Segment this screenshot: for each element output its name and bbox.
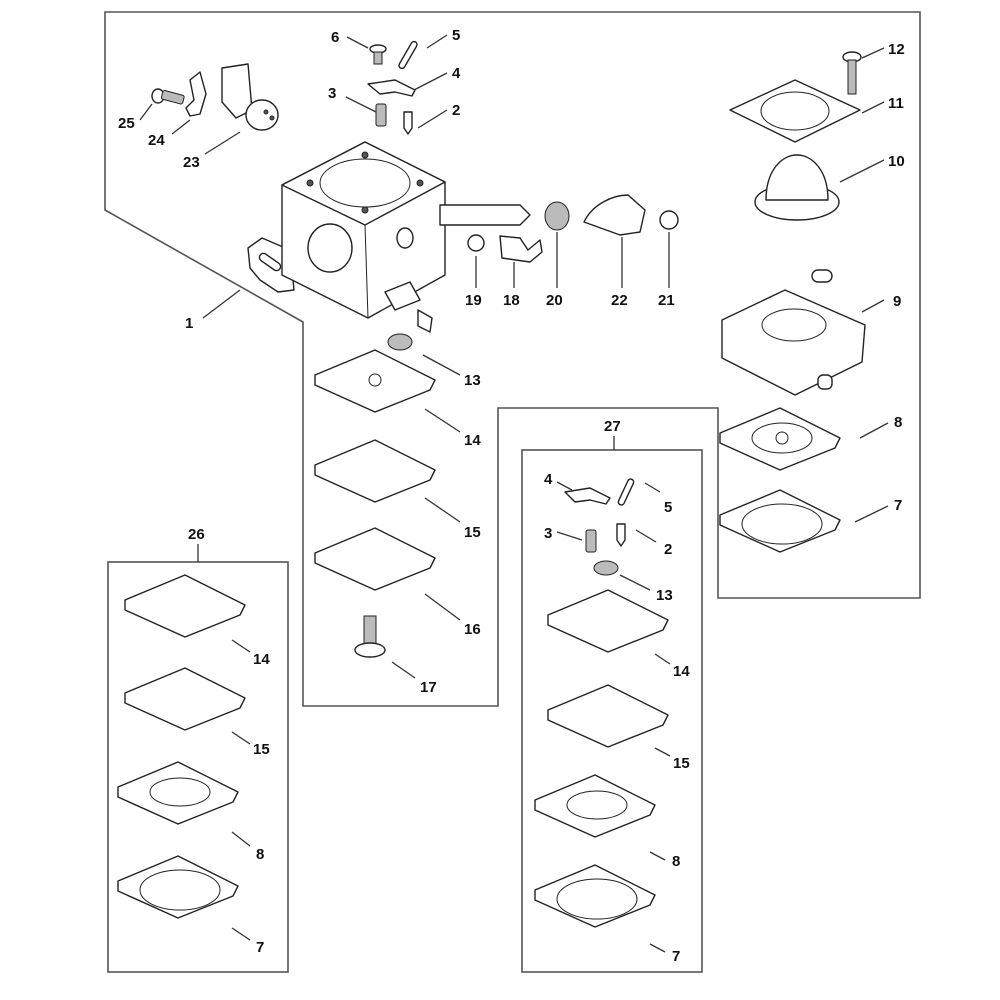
kit-27-part-4 xyxy=(564,487,611,505)
part-25-screw xyxy=(151,88,185,105)
callout-labels: 6 5 4 3 2 25 24 23 1 19 18 20 22 21 12 1… xyxy=(118,27,905,965)
kit-26-part-15 xyxy=(124,667,246,731)
part-19-nut xyxy=(467,234,485,252)
kit-27-frame xyxy=(521,449,703,973)
callout-25: 25 xyxy=(118,115,135,132)
kit-27-callout-15: 15 xyxy=(673,755,690,772)
kit-27-part-5 xyxy=(617,478,635,506)
part-3-spring xyxy=(375,103,387,127)
kit-27-part-7 xyxy=(534,864,656,928)
part-17-screw xyxy=(354,615,386,658)
callout-3: 3 xyxy=(328,85,336,102)
kit-27-part-2 xyxy=(616,523,626,547)
part-6-screw xyxy=(369,44,387,65)
part-10-primer-bulb xyxy=(754,154,840,221)
part-21-e-clip xyxy=(659,210,679,230)
kit-27-callout-3: 3 xyxy=(544,525,552,542)
kit-26-callout-15: 15 xyxy=(253,741,270,758)
kit-27-callout-2: 2 xyxy=(664,541,672,558)
part-2-needle xyxy=(403,111,413,135)
kit-27-callout-8: 8 xyxy=(672,853,680,870)
callout-21: 21 xyxy=(658,292,675,309)
part-11-cover xyxy=(729,79,861,143)
callout-20: 20 xyxy=(546,292,563,309)
callout-4: 4 xyxy=(452,65,461,82)
callout-8: 8 xyxy=(894,414,902,431)
part-13-screen xyxy=(387,333,413,351)
kit-27-label: 27 xyxy=(604,418,621,435)
kit-27-callout-5: 5 xyxy=(664,499,672,516)
callout-7: 7 xyxy=(894,497,902,514)
callout-2: 2 xyxy=(452,102,460,119)
callout-16: 16 xyxy=(464,621,481,638)
part-12-screw xyxy=(842,51,862,95)
kit-26-label: 26 xyxy=(188,526,205,543)
part-24-bracket xyxy=(185,71,207,117)
callout-12: 12 xyxy=(888,41,905,58)
kit-26-callout-14: 14 xyxy=(253,651,270,668)
part-18-clip xyxy=(499,235,543,263)
callout-1: 1 xyxy=(185,315,193,332)
callout-10: 10 xyxy=(888,153,905,170)
kit-27-part-3 xyxy=(585,529,597,553)
kit-27-callout-14: 14 xyxy=(673,663,690,680)
part-4-lever xyxy=(367,79,416,97)
callout-14: 14 xyxy=(464,432,481,449)
kit-27-part-13 xyxy=(593,560,619,576)
kit-26-callout-8: 8 xyxy=(256,846,264,863)
kit-26-part-8 xyxy=(117,761,239,825)
kit-26-part-7 xyxy=(117,855,239,919)
part-22-cam xyxy=(583,194,646,236)
kit-27-callout-7: 7 xyxy=(672,948,680,965)
callout-19: 19 xyxy=(465,292,482,309)
callout-5: 5 xyxy=(452,27,460,44)
part-5-pin xyxy=(398,40,418,70)
callout-17: 17 xyxy=(420,679,437,696)
kit-26-callout-7: 7 xyxy=(256,939,264,956)
callout-15: 15 xyxy=(464,524,481,541)
part-8-diaphragm xyxy=(719,407,841,471)
callout-9: 9 xyxy=(893,293,901,310)
part-14-diaphragm xyxy=(314,349,436,413)
callout-18: 18 xyxy=(503,292,520,309)
part-9-pump-housing xyxy=(721,269,866,396)
callout-6: 6 xyxy=(331,29,339,46)
callout-23: 23 xyxy=(183,154,200,171)
part-7-gasket xyxy=(719,489,841,553)
part-20-spring xyxy=(544,201,570,231)
kit-27-callout-4: 4 xyxy=(544,471,553,488)
callout-11: 11 xyxy=(888,95,904,112)
assembly-frame-main xyxy=(104,11,921,707)
carburetor-body xyxy=(247,141,531,333)
part-15-gasket xyxy=(314,439,436,503)
kit-27-part-8 xyxy=(534,774,656,838)
callout-13: 13 xyxy=(464,372,481,389)
callout-24: 24 xyxy=(148,132,165,149)
kit-27-part-15 xyxy=(547,684,669,748)
kit-27-part-14 xyxy=(547,589,669,653)
kit-27-callout-13: 13 xyxy=(656,587,673,604)
callout-22: 22 xyxy=(611,292,628,309)
leader-lines xyxy=(139,34,889,953)
part-23-solenoid xyxy=(221,63,279,131)
part-16-cover xyxy=(314,527,436,591)
kit-26-part-14 xyxy=(124,574,246,638)
